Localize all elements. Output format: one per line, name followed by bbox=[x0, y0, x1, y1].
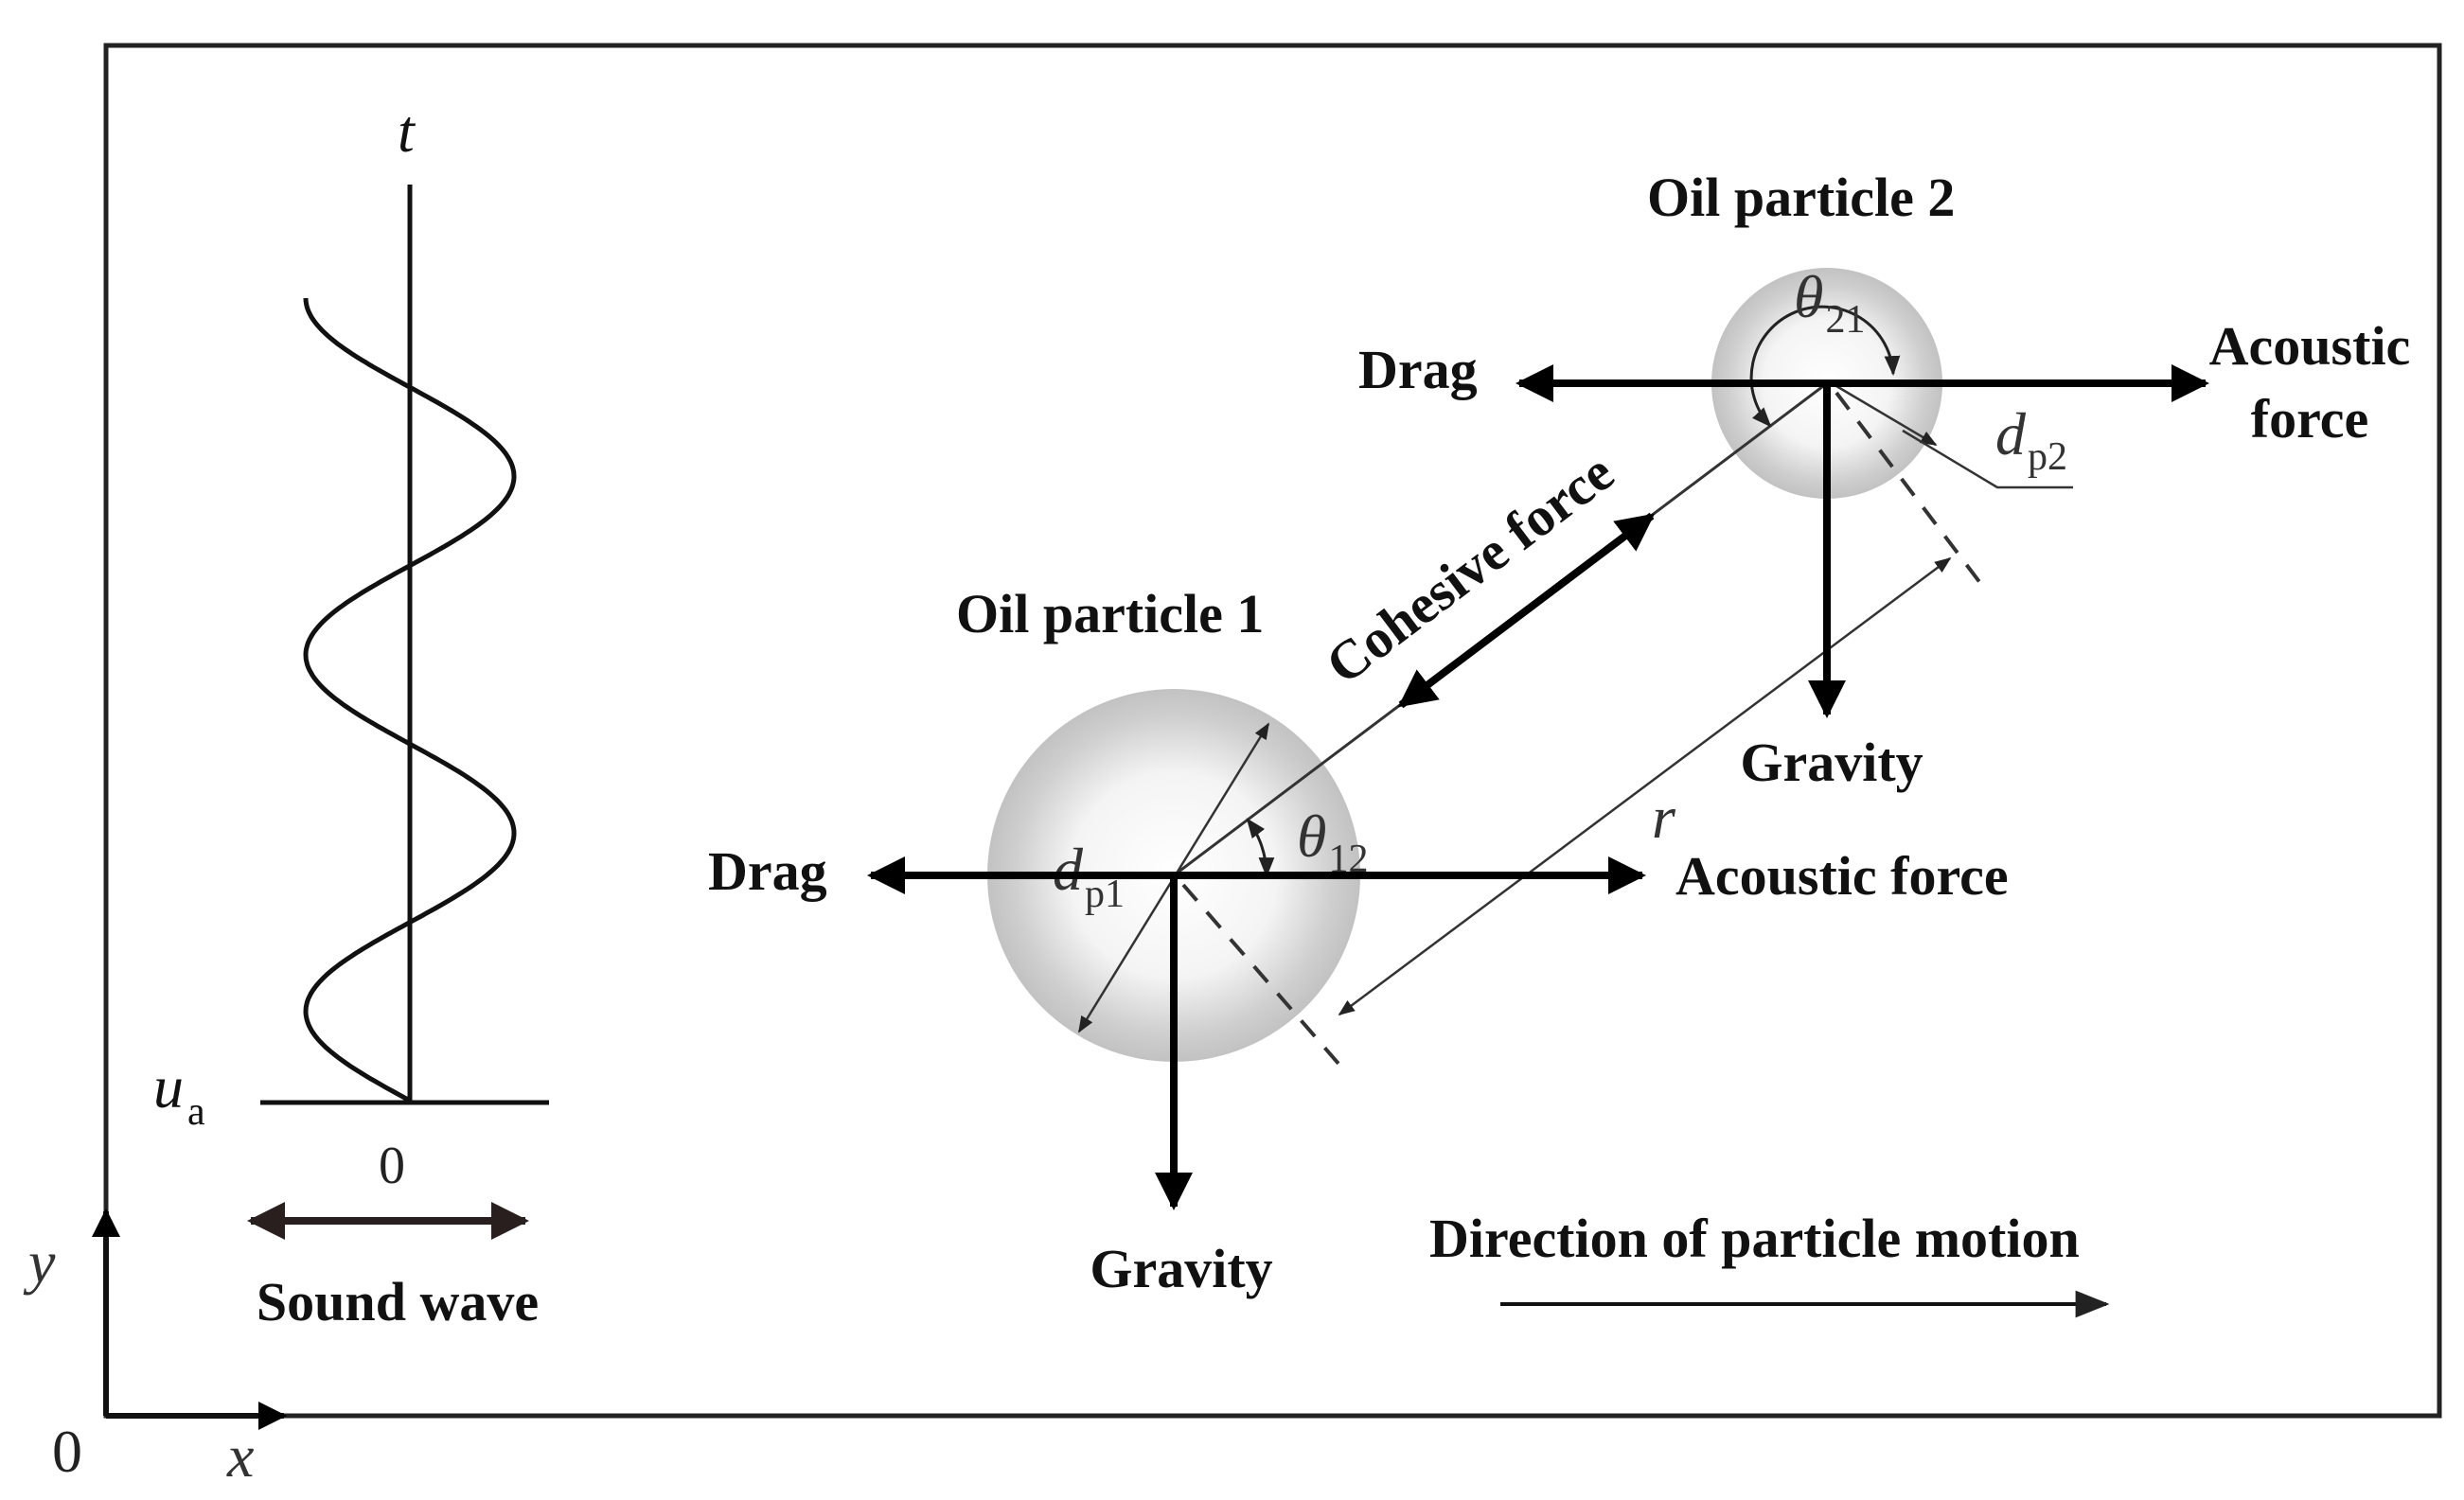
theta21-arc bbox=[1749, 305, 1901, 428]
oil-particle-2-label: Oil particle 2 bbox=[1647, 167, 1955, 228]
ua-label: ua bbox=[153, 1053, 205, 1134]
drag-2-label: Drag bbox=[1358, 339, 1478, 400]
theta12-arc bbox=[1246, 818, 1275, 878]
origin-label: 0 bbox=[52, 1418, 82, 1485]
x-axis-label: x bbox=[226, 1422, 254, 1490]
y-axis-label: y bbox=[23, 1228, 56, 1296]
sound-wave-curve bbox=[303, 297, 517, 1103]
dp1-label: dp1 bbox=[1053, 836, 1125, 916]
direction-of-motion-label: Direction of particle motion bbox=[1429, 1208, 2080, 1269]
acoustic-force-1-label: Acoustic force bbox=[1675, 845, 2009, 907]
dp2-leader-line bbox=[1902, 429, 2073, 489]
t-axis-label: t bbox=[398, 97, 417, 165]
dashed-extension-1 bbox=[1181, 883, 1341, 1067]
diagram-frame bbox=[103, 43, 2442, 1419]
dp2-label: dp2 bbox=[1995, 400, 2067, 479]
drag-1-label: Drag bbox=[708, 840, 827, 902]
oil-particle-1-label: Oil particle 1 bbox=[956, 583, 1264, 644]
gravity-1-label: Gravity bbox=[1090, 1238, 1272, 1299]
acoustic-force-2-label-line2: force bbox=[2251, 388, 2369, 450]
cohesive-force-arrow bbox=[1397, 512, 1656, 709]
distance-r-label: r bbox=[1652, 784, 1676, 851]
distance-r-arrow bbox=[1338, 556, 1952, 1016]
sound-wave-label: Sound wave bbox=[257, 1271, 539, 1332]
acoustic-force-2-label-line1: Acoustic bbox=[2209, 315, 2411, 377]
wave-zero-label: 0 bbox=[379, 1137, 405, 1195]
gravity-2-label: Gravity bbox=[1740, 732, 1923, 793]
theta21-label: θ21 bbox=[1794, 263, 1865, 342]
